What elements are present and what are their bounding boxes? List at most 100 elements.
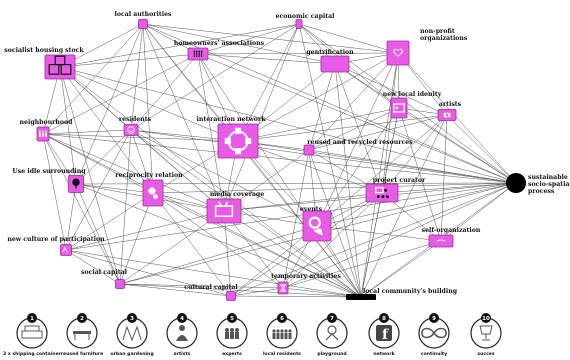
node-box [303, 144, 315, 156]
edge-social_capital-cultural_capital [119, 283, 232, 297]
node-social-capital[interactable]: social capital [81, 269, 128, 289]
legend-number: 2 [80, 316, 84, 322]
edge-sustainable-cultural_capital [230, 182, 517, 297]
node-label: artists [439, 101, 462, 108]
music-icon [308, 216, 324, 236]
legend-badge [227, 313, 237, 323]
group-icon [38, 130, 48, 137]
edge-residents-social_capital [119, 129, 132, 285]
node-label: Use idle surrounding [12, 168, 86, 175]
residents-icon [272, 329, 292, 339]
legend-label: urban gardening [110, 351, 153, 357]
edge-interaction_network-project_curator [237, 140, 383, 194]
legend-badge [277, 313, 287, 323]
node-artists[interactable]: artists [437, 101, 462, 121]
edge-sustainable-new_identity [398, 107, 517, 184]
edge-reciprocity-social_capital [119, 192, 154, 285]
node-label: gentrification [306, 49, 354, 56]
legend-item-2: 2 reused furniture [61, 313, 104, 357]
node-use-idle[interactable]: Use idle surrounding [12, 168, 86, 193]
edge-homeowners-residents [130, 53, 199, 131]
edge-interaction_network-new_identity [237, 107, 400, 142]
edge-homeowners-neighbourhood [42, 53, 199, 135]
legend-badge [429, 313, 439, 323]
edge-cultural_capital-temporary [230, 287, 284, 297]
edge-economic_capital-homeowners [197, 23, 300, 55]
node-label: homeowners' associations [174, 40, 265, 47]
node-label: events [300, 206, 323, 213]
legend-badge [77, 313, 87, 323]
edge-nonprofit-project_curator [381, 52, 399, 194]
edge-homeowners-gentrification [197, 53, 336, 65]
edge-homeowners-socialist_housing [59, 53, 199, 68]
node-homeowners[interactable]: homeowners' associations [174, 40, 265, 61]
node-interaction-network[interactable]: interaction network [197, 116, 267, 159]
smiley-icon [127, 126, 135, 134]
legend-label: reused furniture [61, 351, 104, 357]
edge-community_building-cultural_capital [230, 295, 362, 298]
facebook-icon: f [376, 325, 392, 343]
edge-economic_capital-media [223, 23, 300, 212]
playground-icon [325, 325, 339, 341]
legend-badge [177, 313, 187, 323]
node-socialist-housing[interactable]: socialist housing stock [4, 47, 84, 80]
node-box [115, 279, 125, 289]
edge-artists-project_curator [381, 114, 448, 194]
node-marker [346, 294, 376, 300]
node-media[interactable]: media coverage [206, 191, 264, 224]
infinity-icon [421, 327, 447, 339]
legend-number: 8 [382, 316, 386, 322]
edge-community_building-homeowners [197, 53, 362, 298]
legend-number: 6 [280, 316, 284, 322]
legend-item-1: 1 3 x shipping container [3, 313, 62, 357]
node-economic-capital[interactable]: economic capital [276, 13, 336, 29]
node-label: economic capital [276, 13, 336, 20]
node-neighbourhood[interactable]: neighbourhood [20, 119, 74, 142]
edge-use_idle-reciprocity [75, 183, 154, 194]
experts-icon [225, 328, 239, 339]
node-label: new local idenity [383, 91, 442, 98]
node-project-curator[interactable]: project curator [365, 177, 426, 203]
legend-label: 3 x shipping container [3, 351, 62, 357]
legend-badge [379, 313, 389, 323]
node-residents[interactable]: residents [119, 116, 152, 136]
node-local-authorities[interactable]: local authorities [115, 11, 173, 29]
node-new-culture[interactable]: new culture of participation [7, 236, 105, 256]
edge-nonprofit-events [316, 52, 399, 227]
node-new-identity[interactable]: new local idenity [383, 91, 442, 119]
container-icon [21, 325, 43, 339]
node-events[interactable]: events [300, 206, 332, 242]
nodes-layer: local authorities economic capital homeown… [4, 11, 570, 301]
node-community-building[interactable]: local community's building [346, 288, 458, 300]
edge-economic_capital-residents [130, 23, 300, 131]
edge-local_authorities-nonprofit [142, 23, 399, 54]
edge-new_identity-self_org [398, 107, 442, 242]
edge-sustainable-economic_capital [298, 23, 517, 184]
node-box [302, 210, 332, 242]
legend-number: 1 [30, 316, 34, 322]
edge-community_building-artists [360, 114, 448, 298]
edge-community_building-reciprocity [152, 192, 362, 298]
edge-residents-media [130, 129, 225, 212]
node-self-org[interactable]: self-organization [422, 227, 481, 248]
edge-economic_capital-interaction_network [237, 23, 300, 142]
node-reused-resources[interactable]: reused and recycled resources [303, 139, 413, 156]
edge-sustainable-gentrification [334, 63, 517, 184]
edge-artists-reused_resources [308, 114, 448, 151]
node-label: social capital [81, 269, 128, 276]
legend-number: 10 [482, 316, 490, 322]
edge-sustainable-temporary [282, 182, 517, 289]
node-box [226, 291, 236, 301]
node-temporary[interactable]: temporary activities [271, 273, 341, 295]
node-gentrification[interactable]: gentrification [306, 49, 354, 73]
node-reciprocity[interactable]: reciprocity relation [115, 172, 183, 207]
node-cultural-capital[interactable]: cultural capital [184, 284, 238, 301]
boxes-icon [48, 55, 72, 75]
edge-community_building-economic_capital [298, 23, 362, 298]
